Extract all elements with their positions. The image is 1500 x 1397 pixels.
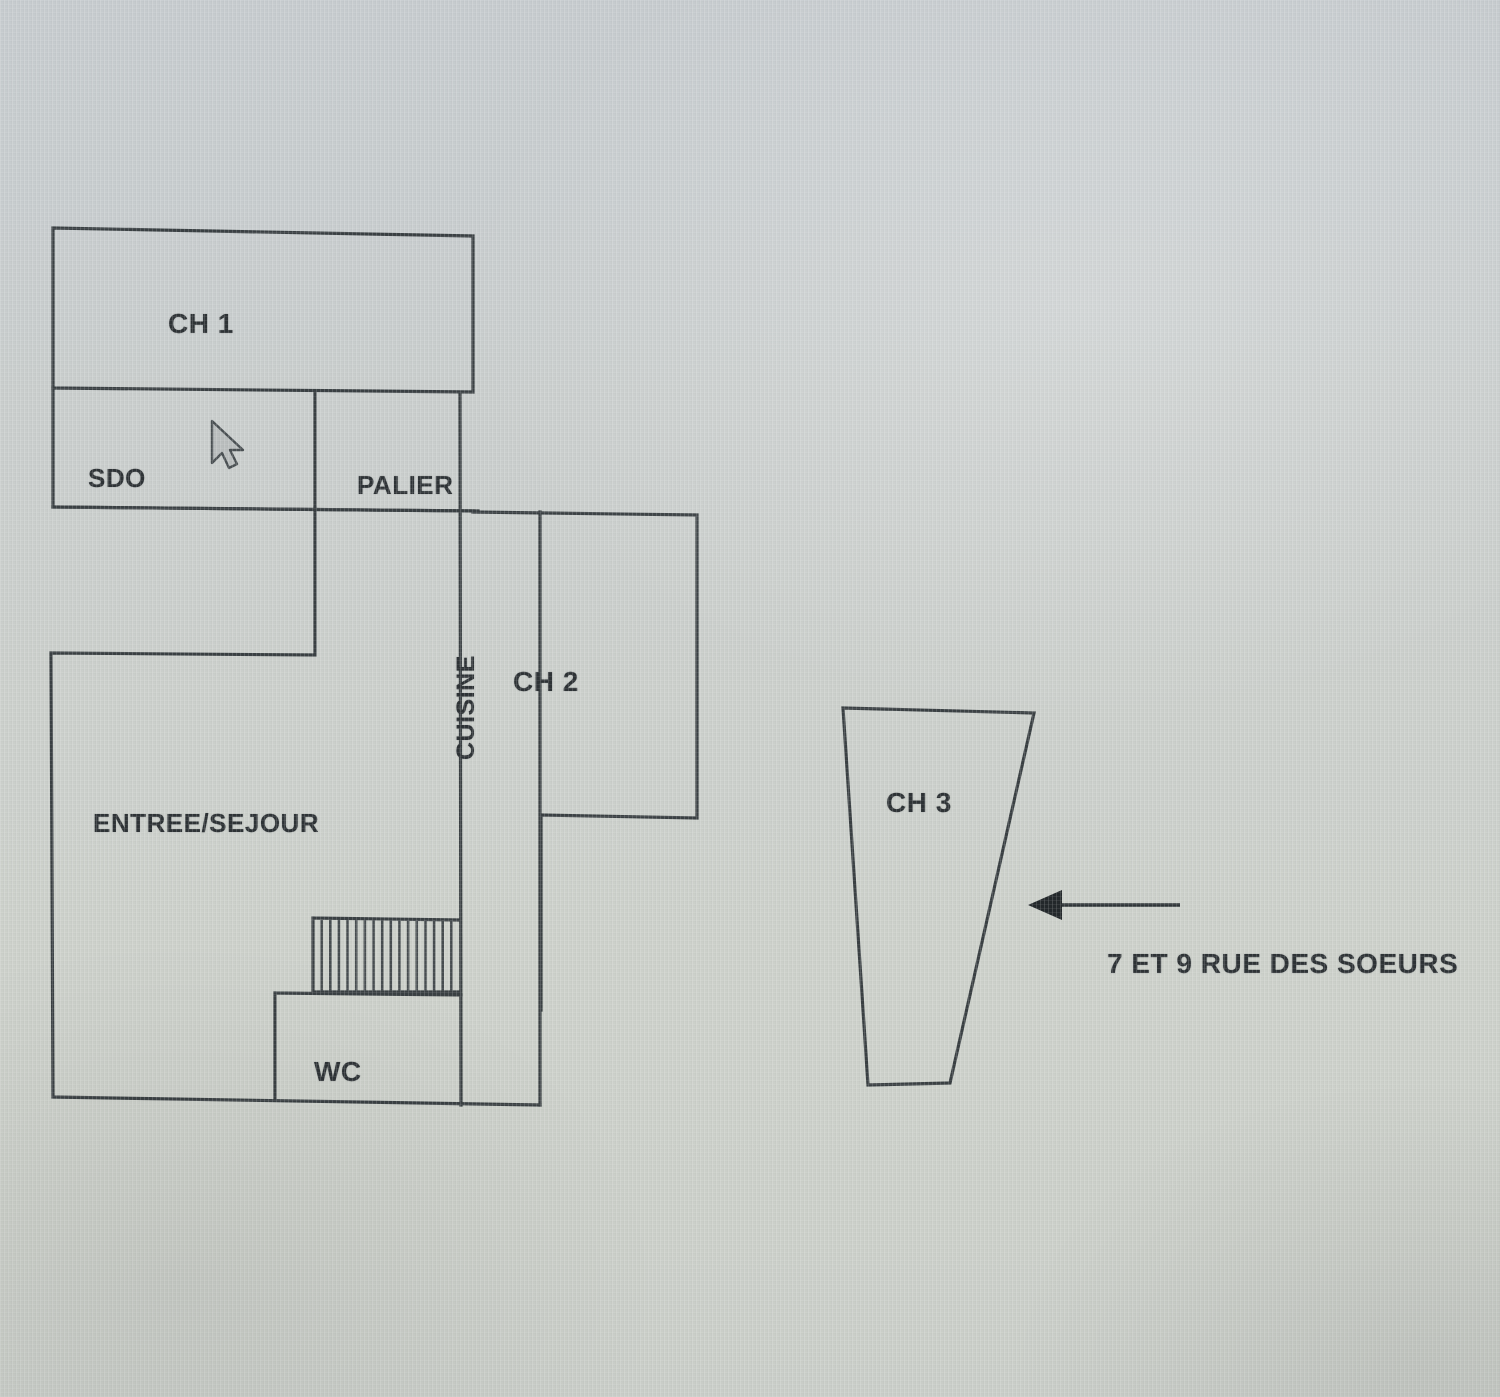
wall-sejour-outline xyxy=(49,506,542,1107)
room-label-entree-sejour: ENTREE/SEJOUR xyxy=(93,808,320,838)
wall-wc-outline xyxy=(273,991,463,1102)
wall-staircase-box xyxy=(311,916,462,994)
room-label-ch3: CH 3 xyxy=(886,787,952,818)
staircase-steps xyxy=(320,920,453,991)
room-label-cuisine: CUISINE xyxy=(452,655,480,760)
wall-ch3-outline xyxy=(841,706,1036,1087)
room-label-palier: PALIER xyxy=(357,470,454,500)
room-label-sdo: SDO xyxy=(88,463,146,493)
street-address-label: 7 ET 9 RUE DES SOEURS xyxy=(1107,948,1459,979)
room-label-ch2: CH 2 xyxy=(513,666,579,697)
room-label-wc: WC xyxy=(314,1056,362,1087)
street-arrow xyxy=(1028,890,1180,920)
room-label-ch1: CH 1 xyxy=(168,308,234,339)
wall-cuisine-left xyxy=(458,392,463,1107)
wall-ch2-outline xyxy=(471,510,699,1012)
wall-ch1-outline xyxy=(51,226,475,394)
wall-sdo-palier-bottom-line xyxy=(51,505,480,513)
